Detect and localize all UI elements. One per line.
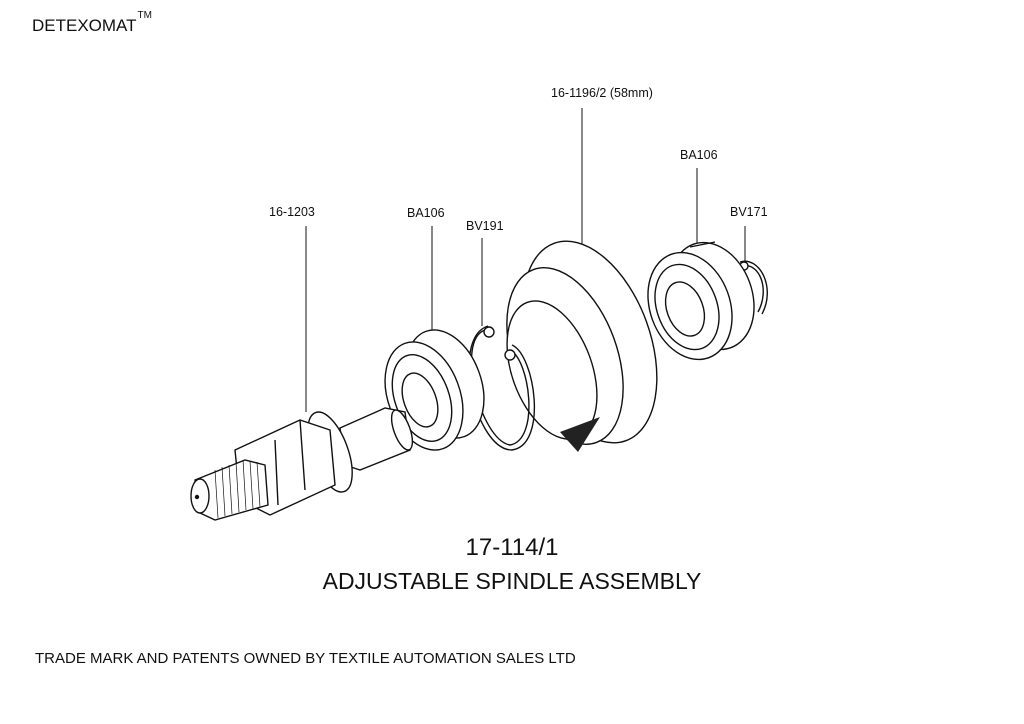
assembly-title: ADJUSTABLE SPINDLE ASSEMBLY	[322, 568, 702, 594]
cup-16-1196-2	[506, 240, 658, 452]
bearing-ba106-right	[647, 241, 755, 361]
part-label-ba106-right: BA106	[680, 148, 718, 162]
part-label-ba106-left: BA106	[407, 206, 445, 220]
brand-text: DETEXOMAT	[32, 16, 137, 35]
brand-name: DETEXOMATTM	[32, 10, 152, 36]
part-label-16-1196-2: 16-1196/2 (58mm)	[551, 86, 653, 100]
trademark-symbol: TM	[137, 10, 152, 21]
part-label-bv191: BV191	[466, 219, 504, 233]
footer-trademark-notice: TRADE MARK AND PATENTS OWNED BY TEXTILE …	[35, 650, 576, 667]
spindle-16-1203	[190, 407, 414, 521]
part-label-bv171: BV171	[730, 205, 768, 219]
part-label-16-1203: 16-1203	[269, 205, 315, 219]
assembly-number: 17-114/1	[465, 534, 559, 561]
